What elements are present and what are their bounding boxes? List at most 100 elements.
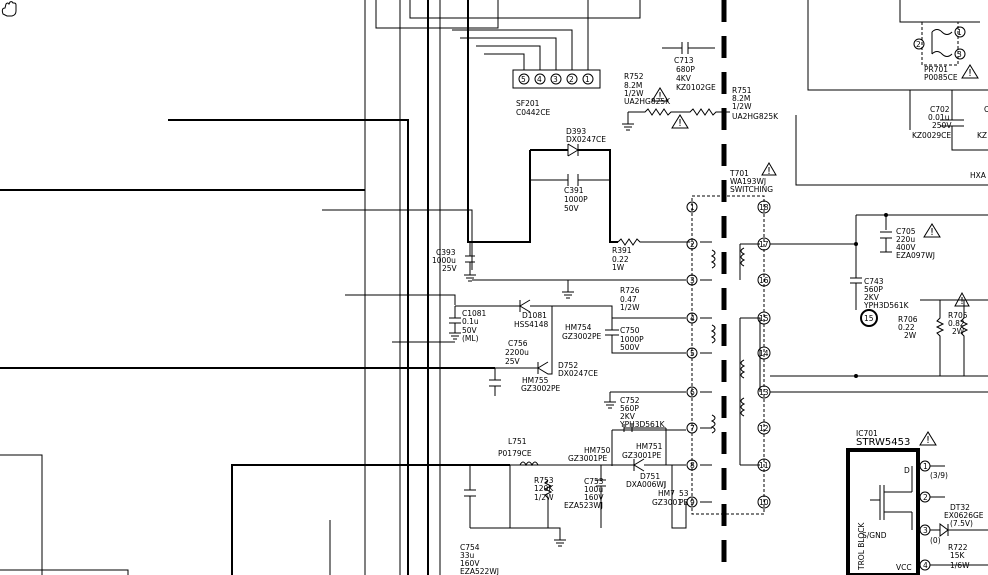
r391-ref: R391 (612, 246, 632, 255)
r726-value: 0.47 (620, 295, 637, 304)
r391-value: 0.22 (612, 255, 629, 264)
hm753-ref: HM7 (658, 489, 675, 498)
svg-text:2: 2 (916, 40, 921, 49)
sf201-pin-4: 4 (537, 75, 542, 84)
secondary-labels: C1081 0.1u 50V (ML) D1081 HSS4148 R726 0… (460, 286, 689, 575)
c754-part: EZA522WJ (460, 567, 499, 575)
warning-icon (651, 87, 669, 102)
t701-pin-7: 7 (690, 424, 695, 433)
c753-value: 100u (584, 485, 603, 494)
right-primary: 2 1 3 PR701 P0085CE ! C702 0.01u 250V KZ… (770, 0, 988, 393)
j-mark: J (663, 480, 666, 489)
t701-pin-16: 16 (759, 276, 769, 285)
ic701-ref: IC701 (856, 429, 878, 438)
sf201-pin-3: 3 (553, 75, 558, 84)
hm750-ref: HM750 (584, 446, 611, 455)
r752-part: UA2HG825K (624, 97, 671, 106)
c750-value: 1000P (620, 335, 644, 344)
c1081-value: 0.1u (462, 317, 479, 326)
svg-text:!: ! (767, 166, 771, 177)
t701-pin-14: 14 (759, 349, 769, 358)
pr701-ref: PR701 (924, 65, 948, 74)
r752-power: 1/2W (624, 89, 644, 98)
l751-ref: L751 (508, 437, 527, 446)
warning-icon (761, 162, 777, 176)
r722-ref: R722 (948, 543, 968, 552)
d1081-part: HSS4148 (514, 320, 548, 329)
d751-ref: D751 (640, 472, 660, 481)
t701-pin-2: 2 (690, 240, 695, 249)
secondary-rails (449, 279, 687, 547)
r706-power: 2W (904, 331, 917, 340)
r706-ref: R706 (898, 315, 918, 324)
svg-text:3: 3 (957, 50, 962, 59)
c393-voltage: 25V (442, 264, 458, 273)
ic701-pin-sgnd: S/GND (862, 531, 887, 540)
svg-text:!: ! (658, 91, 662, 102)
hm753-part: GZ3001 (652, 498, 682, 507)
c393-value: 1000u (432, 256, 456, 265)
r726-ref: R726 (620, 286, 640, 295)
r752-r751-resistors: R752 8.2M 1/2W UA2HG825K R751 8.2M 1/2W … (622, 72, 779, 131)
hm750-part: GZ3001PE (568, 454, 608, 463)
warning-icon (954, 291, 970, 307)
hm753-ref-suffix: 53 (679, 489, 689, 498)
d752-part: DX0247CE (558, 369, 598, 378)
hand-cursor-icon (1, 1, 17, 17)
c1081-ref: C1081 (462, 309, 487, 318)
t701-transformer: T701 WA193WJ SWITCHING ! 1 2 3 4 5 6 7 8… (686, 162, 777, 515)
svg-text:!: ! (926, 435, 930, 446)
c750-ref: C750 (620, 326, 640, 335)
c743-part: YPH3D561K (863, 301, 910, 310)
d751-part: DXA006WJ (626, 480, 666, 489)
c754-ref: C754 (460, 543, 480, 552)
sf201-ref: SF201 (516, 99, 540, 108)
svg-text:3: 3 (923, 526, 928, 535)
r705-value: 0.82 (948, 319, 965, 328)
t701-pin-9: 9 (690, 498, 695, 507)
svg-text:!: ! (968, 68, 972, 79)
t701-desc: SWITCHING (730, 185, 773, 194)
c713-value: 680P (676, 65, 695, 74)
c702-value: 0.01u (928, 113, 950, 122)
svg-text:1: 1 (957, 28, 962, 37)
c702-part: KZ0029CE (912, 131, 951, 140)
misc-kz: KZ (977, 131, 987, 140)
c713-voltage: 4KV (676, 74, 692, 83)
ic701-pin-d: D (904, 466, 910, 475)
t701-pin-13: 13 (759, 388, 769, 397)
r753-power: 1/2W (534, 493, 554, 502)
c705-ref: C705 (896, 227, 916, 236)
c752-ref: C752 (620, 396, 640, 405)
c713-capacitor: C713 680P 4KV KZ0102GE (662, 42, 716, 92)
sf201-part: C0442CE (516, 108, 551, 117)
c705-voltage: 400V (896, 243, 916, 252)
pr701-part: P0085CE (924, 73, 958, 82)
node-15-label: 15 (864, 314, 874, 323)
c391-voltage: 50V (564, 204, 580, 213)
svg-text:1: 1 (923, 462, 928, 471)
c702-ref: C702 (930, 105, 950, 114)
ic701-block: IC701 STRW5453 ! D S/GND VCC TROL BLOCK … (846, 429, 988, 575)
c743-voltage: 2KV (864, 293, 880, 302)
svg-text:!: ! (930, 227, 934, 238)
t701-pin-17: 17 (759, 240, 769, 249)
svg-text:2: 2 (923, 493, 928, 502)
r705-ref: R705 (948, 311, 968, 320)
t701-pin-11: 11 (759, 461, 769, 470)
d393-part: DX0247CE (566, 135, 606, 144)
c752-voltage: 2KV (620, 412, 636, 421)
c753-ref: C753 (584, 477, 604, 486)
sf201-pin-1: 1 (585, 75, 590, 84)
t701-pin-5: 5 (690, 349, 695, 358)
c753-part: EZA523WJ (564, 501, 603, 510)
r391-power: 1W (612, 263, 625, 272)
d1081-ref: D1081 (522, 311, 547, 320)
t701-pin-15: 15 (759, 314, 769, 323)
c391-value: 1000P (564, 195, 588, 204)
hm754-part: GZ3002PE (562, 332, 602, 341)
hm751-ref: HM751 (636, 442, 663, 451)
svg-text:4: 4 (923, 561, 928, 570)
hm751-part: GZ3001PE (622, 451, 662, 460)
svg-text:!: ! (960, 296, 964, 307)
